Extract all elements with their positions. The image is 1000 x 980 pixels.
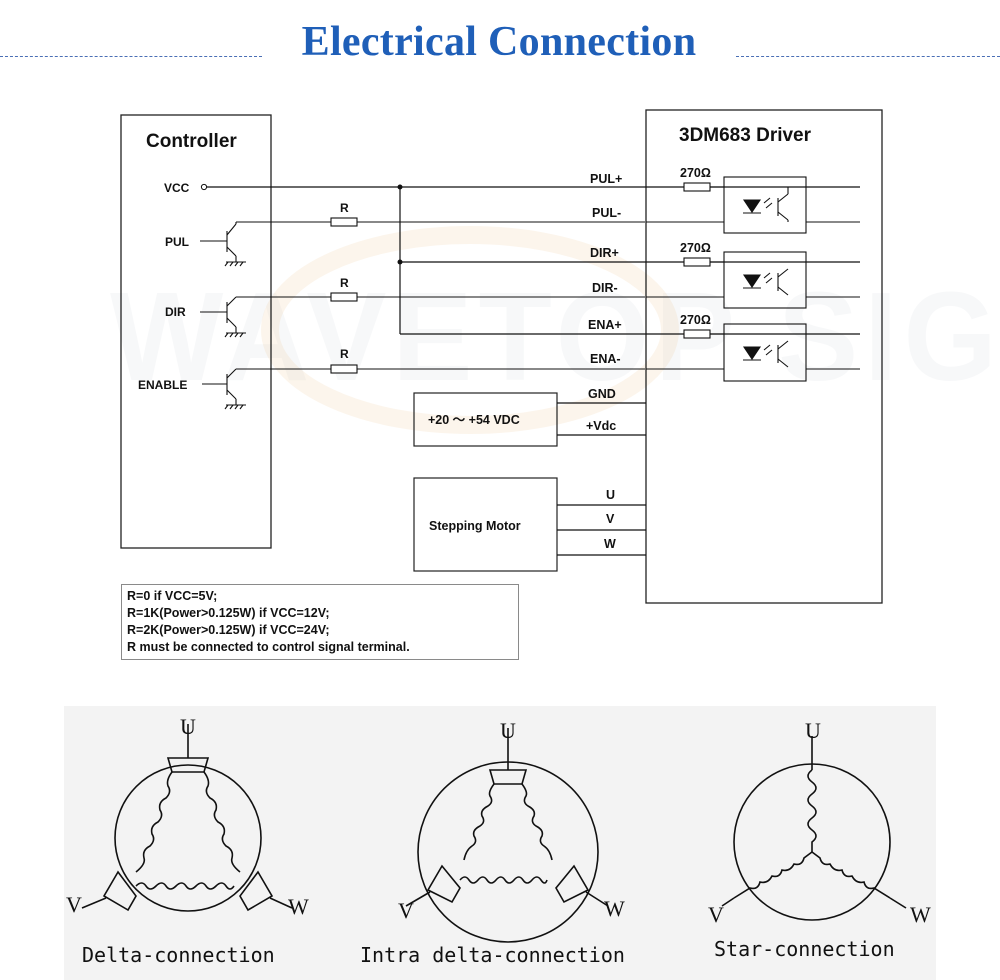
led-phototransistor-icon: [742, 340, 789, 368]
stepping-motor-label: Stepping Motor: [429, 519, 521, 533]
intra-delta-connection-diagram: U V W Intra delta-connection: [360, 718, 625, 967]
ena-270-resistor: [683, 329, 711, 339]
pul-transistor: [200, 221, 645, 267]
vcc-label: VCC: [164, 181, 190, 195]
terminal-ena-plus: ENA+: [588, 318, 622, 332]
enable-label: ENABLE: [138, 378, 187, 392]
led-phototransistor-icon: [742, 268, 789, 296]
pul-label: PUL: [165, 235, 189, 249]
pul-270-label: 270Ω: [680, 166, 711, 180]
enable-transistor: [202, 368, 645, 410]
terminal-ena-minus: ENA-: [590, 352, 621, 366]
page-title: Electrical Connection: [301, 19, 697, 65]
terminal-u: U: [606, 488, 615, 502]
enable-resistor: [330, 364, 358, 374]
title-row: Electrical Connection: [0, 14, 1000, 74]
dir-270-label: 270Ω: [680, 241, 711, 255]
pul-resistor-label: R: [340, 201, 349, 215]
terminal-gnd: GND: [588, 387, 616, 401]
title-divider-right: [736, 56, 1000, 57]
controller-title: Controller: [146, 131, 237, 152]
driver-box: [645, 109, 883, 604]
terminal-dir-minus: DIR-: [592, 281, 618, 295]
star-caption: Star-connection: [714, 937, 895, 961]
intra-delta-v-label: V: [398, 898, 414, 923]
optocoupler-pul: [646, 176, 860, 234]
dir-270-resistor: [683, 257, 711, 267]
delta-w-label: W: [288, 894, 309, 919]
power-supply-box: [413, 392, 558, 447]
terminal-vdc: +Vdc: [586, 419, 616, 433]
terminal-dir-plus: DIR+: [590, 246, 619, 260]
terminal-pul-minus: PUL-: [592, 206, 621, 220]
star-u-label: U: [805, 718, 821, 743]
terminal-pul-plus: PUL+: [590, 172, 622, 186]
winding-panel-background: [64, 706, 936, 980]
winding-diagrams: .w { fill: none; stroke: #111; stroke-wi…: [66, 714, 931, 967]
note-line: R=0 if VCC=5V;: [127, 589, 218, 603]
terminal-v: V: [606, 512, 615, 526]
watermark-swoosh: [261, 226, 679, 434]
dir-transistor: [200, 296, 645, 338]
vcc-terminal: [200, 183, 208, 191]
star-connection-diagram: U V W Star-connection: [708, 718, 931, 961]
intra-delta-caption: Intra delta-connection: [360, 943, 625, 967]
optocoupler-ena: [646, 323, 860, 382]
optocoupler-dir: [646, 251, 860, 309]
terminal-w: W: [604, 537, 616, 551]
resistor-notes: R=0 if VCC=5V; R=1K(Power>0.125W) if VCC…: [121, 584, 519, 660]
delta-v-label: V: [66, 892, 82, 917]
delta-connection-diagram: U V W Delta-connection: [66, 714, 309, 967]
star-v-label: V: [708, 902, 724, 927]
title-divider-left: [0, 56, 262, 57]
star-w-label: W: [910, 902, 931, 927]
dir-resistor-label: R: [340, 276, 349, 290]
ena-270-label: 270Ω: [680, 313, 711, 327]
driver-title: 3DM683 Driver: [679, 125, 812, 146]
wiring-diagram: Controller 3DM683 Driver VCC PUL: [120, 109, 883, 604]
intra-delta-w-label: W: [604, 896, 625, 921]
stepping-motor-box: [413, 477, 558, 572]
dir-label: DIR: [165, 305, 186, 319]
intra-delta-u-label: U: [500, 718, 516, 743]
pul-270-resistor: [683, 182, 711, 192]
dir-resistor: [330, 292, 358, 302]
note-line: R must be connected to control signal te…: [127, 640, 410, 654]
note-line: R=1K(Power>0.125W) if VCC=12V;: [127, 606, 330, 620]
led-phototransistor-icon: [742, 187, 789, 222]
enable-resistor-label: R: [340, 347, 349, 361]
delta-u-label: U: [180, 714, 196, 739]
controller-box: [120, 114, 272, 549]
power-supply-label: +20 ～ +54 VDC: [428, 413, 520, 427]
note-line: R=2K(Power>0.125W) if VCC=24V;: [127, 623, 330, 637]
delta-caption: Delta-connection: [82, 943, 275, 967]
pul-resistor: [330, 217, 358, 227]
